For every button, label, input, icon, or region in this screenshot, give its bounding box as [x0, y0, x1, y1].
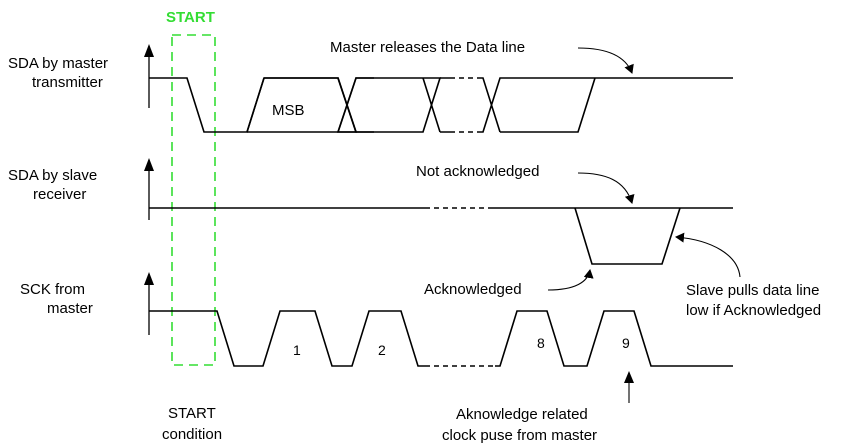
slave-pulls-line1: Slave pulls data line [686, 282, 819, 299]
clock-pulse-label-9: 9 [622, 335, 630, 351]
sda-slave-label-line2: receiver [33, 186, 86, 203]
not-acknowledged-arrow [577, 172, 635, 204]
sda-slave-label-line1: SDA by slave [8, 167, 97, 184]
sck-label-line1: SCK from [20, 281, 85, 298]
ack-clock-arrow [624, 371, 634, 403]
sda-master-axis-arrow [144, 44, 154, 108]
start-caption-line1: START [168, 405, 216, 422]
not-acknowledged-label: Not acknowledged [416, 163, 539, 180]
sda-slave-axis-arrow [144, 158, 154, 220]
acknowledged-arrow [547, 269, 594, 291]
msb-label: MSB [272, 102, 305, 119]
start-title: START [166, 9, 215, 26]
sda-master-label-line1: SDA by master [8, 55, 108, 72]
sck-axis-arrow [144, 272, 154, 335]
acknowledged-label: Acknowledged [424, 281, 522, 298]
ack-clock-caption-line1: Aknowledge related [456, 406, 588, 423]
clock-pulse-label-8: 8 [537, 335, 545, 351]
sda-master-label-line2: transmitter [32, 74, 103, 91]
slave-pulls-arrow [675, 232, 741, 278]
sck-label-line2: master [47, 300, 93, 317]
sda-master-data-bit-3 [422, 77, 450, 133]
master-releases-note: Master releases the Data line [330, 39, 525, 56]
start-condition-box [171, 34, 216, 366]
ack-clock-caption-line2: clock puse from master [442, 427, 597, 444]
sda-master-data-bit-2 [337, 77, 442, 133]
slave-pulls-line2: low if Acknowledged [686, 302, 821, 319]
sck-waveform-left [149, 310, 425, 367]
master-releases-arrow [577, 47, 634, 74]
clock-pulse-label-2: 2 [378, 342, 386, 358]
clock-pulse-label-1: 1 [293, 342, 301, 358]
sda-master-data-bit-8 [478, 77, 733, 133]
sda-slave-ack-pulse [574, 207, 681, 265]
start-caption-line2: condition [162, 426, 222, 443]
sck-waveform-right [495, 310, 733, 367]
